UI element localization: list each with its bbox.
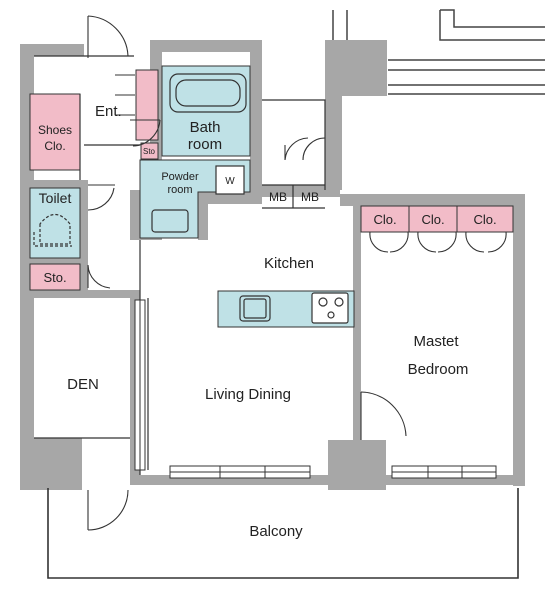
label-mb-2: MB <box>301 190 319 204</box>
washer-box <box>215 165 245 195</box>
storage-areas <box>29 69 514 291</box>
label-living-dining: Living Dining <box>205 386 291 403</box>
washbasin <box>151 209 189 233</box>
bathtub <box>169 73 247 113</box>
label-kitchen: Kitchen <box>264 255 314 272</box>
label-bath-2: room <box>188 136 222 153</box>
label-master-2: Bedroom <box>408 361 469 378</box>
labels: Ent. Shoes Clo. Toilet Sto. Sto Bath roo… <box>38 103 497 540</box>
label-powder-2: room <box>167 184 192 196</box>
doors <box>87 15 507 531</box>
toilet-bowl <box>39 213 71 245</box>
neighbor-structure <box>332 9 545 95</box>
closet-2 <box>408 205 458 233</box>
sto-door <box>87 264 111 289</box>
mb-doors <box>284 137 326 161</box>
toilet-storage <box>29 263 81 291</box>
den-door <box>87 489 129 531</box>
windows <box>134 299 497 479</box>
label-powder-1: Powder <box>161 171 199 183</box>
label-closet-1: Clo. <box>373 212 396 227</box>
closet-1 <box>360 205 410 233</box>
bedroom-door <box>360 391 407 440</box>
balcony-outline <box>47 488 519 579</box>
label-mb-1: MB <box>269 190 287 204</box>
label-washer: W <box>225 176 235 187</box>
tiny-storage <box>140 142 159 160</box>
stove <box>311 292 349 324</box>
label-toilet: Toilet <box>39 190 72 206</box>
label-closet-2: Clo. <box>421 212 444 227</box>
label-sto-tiny: Sto <box>143 147 156 156</box>
label-balcony: Balcony <box>249 523 303 540</box>
toilet-door <box>87 184 115 211</box>
closet-3 <box>456 205 514 233</box>
kitchen-sink <box>239 295 271 322</box>
label-closet-3: Clo. <box>473 212 496 227</box>
label-den: DEN <box>67 376 99 393</box>
label-master-1: Mastet <box>413 333 459 350</box>
closet-doors <box>369 231 507 253</box>
label-shoes-1: Shoes <box>38 123 72 137</box>
entrance-storage <box>135 69 159 141</box>
label-entrance: Ent. <box>95 103 122 120</box>
bath-door <box>130 119 161 147</box>
entry-door <box>87 15 129 58</box>
label-bath-1: Bath <box>190 119 221 136</box>
fixtures <box>33 73 349 324</box>
label-shoes-2: Clo. <box>44 139 65 153</box>
label-storage: Sto. <box>43 270 66 285</box>
